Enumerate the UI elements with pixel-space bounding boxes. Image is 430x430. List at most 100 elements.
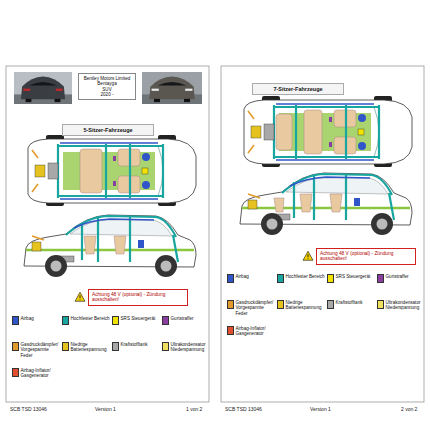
footer-text: SCB TSD 13046 — [10, 406, 47, 412]
legend-text: Airbag — [236, 274, 276, 279]
car-light — [23, 89, 30, 91]
legend-swatch — [227, 326, 234, 335]
pretensioner — [113, 156, 116, 161]
wheel — [45, 255, 67, 277]
legend-entry: Ultrakondensator Niederspannung — [377, 300, 426, 311]
legend-entry: Airbag — [12, 316, 61, 325]
legend-text: Ultrakondensator Niederspannung — [171, 342, 211, 353]
high-strength-frame — [58, 144, 163, 198]
legend-text: Gasdruckdämpfer/ Vorgespannte Feder — [236, 300, 276, 316]
curtain-airbag — [60, 143, 158, 199]
legend-entry: Airbag-Inflator/ Gasgenerator — [227, 326, 276, 337]
battery — [35, 165, 45, 177]
car-wheel — [55, 99, 61, 102]
car-window — [29, 82, 57, 86]
legend-swatch — [327, 300, 334, 309]
legend-entry: Airbag-Inflator/ Gasgenerator — [12, 368, 61, 379]
car-window — [158, 82, 187, 86]
gas-strut — [32, 236, 44, 240]
legend-entry: Gasdruckdämpfer/ Vorgespannte Feder — [12, 342, 61, 358]
section-heading: 7-Sitzer-Fahrzeuge — [252, 83, 344, 95]
legend-entry: Hochfester Bereich — [277, 274, 326, 283]
wheel-rim — [51, 261, 62, 272]
gas-strut — [32, 150, 38, 192]
seat — [300, 194, 312, 212]
warning-triangle — [303, 251, 313, 260]
legend-entry: SRS Steuergerät — [112, 316, 161, 325]
footer-text: Version 1 — [310, 406, 331, 412]
legend-swatch — [277, 274, 284, 283]
car-light — [185, 89, 192, 91]
pretensioner — [329, 142, 332, 147]
section-heading: 5-Sitzer-Fahrzeuge — [62, 124, 154, 136]
legend-swatch — [112, 342, 119, 351]
info-text: 2020 - — [82, 92, 132, 98]
legend-entry: Gurtstraffer — [377, 274, 426, 283]
heading-text: 5-Sitzer-Fahrzeuge — [66, 127, 150, 134]
vehicle-photo — [14, 72, 72, 104]
vehicle-photo — [142, 72, 202, 104]
warning-icon — [303, 251, 313, 260]
legend-swatch — [277, 300, 284, 309]
legend-text: Niedrige Batteriespannung — [286, 300, 326, 311]
legend-swatch — [227, 274, 234, 283]
warning-box: Achtung 48 V (optional) - Zündung aussch… — [316, 248, 416, 265]
seat-row — [276, 114, 292, 150]
steering-airbag — [358, 114, 366, 122]
legend-entry: Gurtstraffer — [162, 316, 211, 325]
warning-mark — [308, 254, 309, 259]
info-text: SUV — [82, 87, 132, 93]
legend-text: Airbag-Inflator/ Gasgenerator — [236, 326, 276, 337]
seat-row — [304, 110, 322, 154]
battery — [32, 242, 41, 251]
passenger-airbag — [142, 181, 150, 189]
legend-text: Airbag — [21, 316, 61, 321]
legend-swatch — [377, 274, 384, 283]
car-top-view — [244, 96, 412, 167]
legend-swatch — [162, 316, 169, 325]
footer-text: 2 von 2 — [401, 406, 417, 412]
curtain-airbag — [290, 177, 370, 186]
pretensioner — [113, 181, 116, 186]
legend-text: SRS Steuergerät — [336, 274, 376, 279]
car-wheel — [154, 99, 160, 102]
wheel — [261, 213, 283, 235]
warning-icon — [75, 292, 85, 301]
wheel — [371, 213, 393, 235]
passenger-airbag — [358, 142, 366, 150]
car-body — [21, 76, 65, 99]
legend-text: Niedrige Batteriespannung — [71, 342, 111, 353]
legend-text: Gurtstraffer — [171, 316, 211, 321]
seat — [84, 236, 96, 254]
info-text: Bentley Motors Limited — [82, 76, 132, 82]
pretensioner — [329, 117, 332, 122]
car-body — [149, 76, 195, 99]
legend-text: Hochfester Bereich — [286, 274, 326, 279]
legend-swatch — [62, 342, 69, 351]
high-strength-frame — [66, 216, 178, 262]
sill-reinforcement — [242, 207, 410, 209]
legend-entry: Hochfester Bereich — [62, 316, 111, 325]
wheel-rim — [267, 219, 278, 230]
warning-mark — [80, 295, 81, 300]
warning-text: Achtung 48 V (optional) - Zündung aussch… — [320, 251, 412, 263]
warning-box: Achtung 48 V (optional) - Zündung aussch… — [88, 289, 188, 306]
floor-reinforcement — [63, 152, 155, 190]
seat-row — [80, 149, 102, 193]
curtain-airbag — [276, 104, 374, 160]
legend-swatch — [327, 274, 334, 283]
legend-entry: SRS Steuergerät — [327, 274, 376, 283]
legend-text: Hochfester Bereich — [71, 316, 111, 321]
photo-ground — [142, 72, 202, 104]
legend-swatch — [12, 368, 19, 377]
footer-text: 1 von 2 — [186, 406, 202, 412]
legend-entry: Niedrige Batteriespannung — [62, 342, 111, 353]
legend-text: Gurtstraffer — [386, 274, 426, 279]
wheel-rim — [161, 261, 172, 272]
warning-text: Achtung 48 V (optional) - Zündung aussch… — [92, 292, 184, 304]
legend-entry: Ultrakondensator Niederspannung — [162, 342, 211, 353]
car-top-view — [28, 135, 196, 206]
car-wheel — [184, 99, 190, 102]
